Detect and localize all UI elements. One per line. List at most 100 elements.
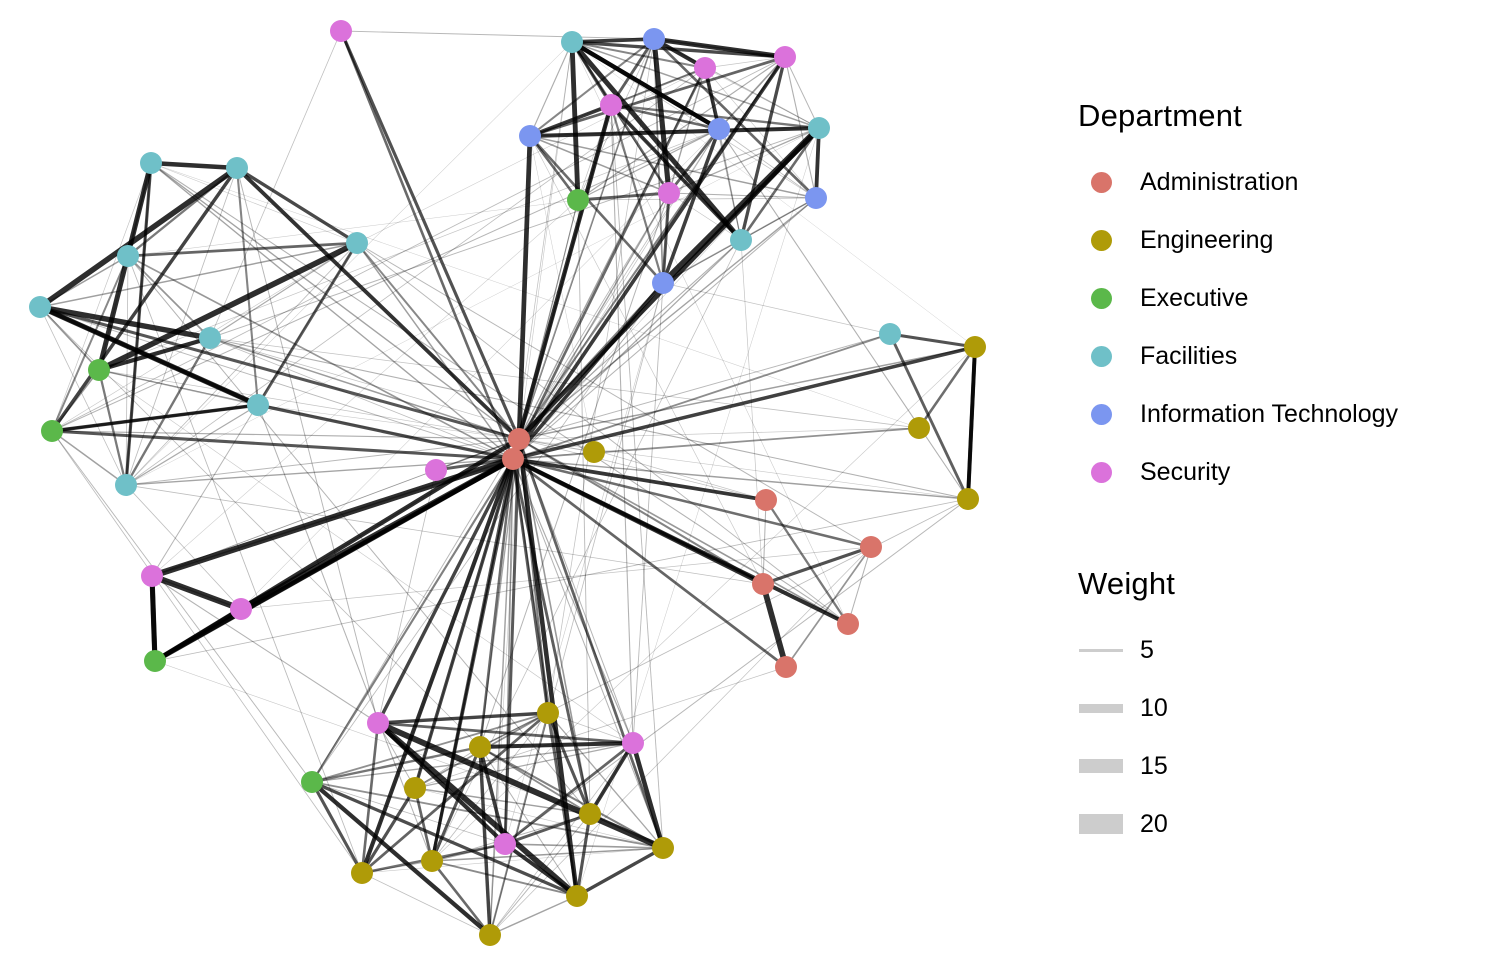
graph-node-facilities[interactable] [226, 157, 248, 179]
weight-legend-item-5[interactable]: 5 [1078, 621, 1175, 679]
graph-node-engineering[interactable] [908, 417, 930, 439]
legend-item-executive[interactable]: Executive [1078, 269, 1398, 327]
graph-node-facilities[interactable] [140, 152, 162, 174]
graph-edge [630, 742, 666, 849]
graph-node-engineering[interactable] [469, 736, 491, 758]
graph-edge [51, 430, 127, 486]
graph-node-administration[interactable] [752, 573, 774, 595]
graph-edge [661, 128, 721, 284]
graph-node-facilities[interactable] [199, 327, 221, 349]
graph-node-administration[interactable] [860, 536, 882, 558]
graph-node-information-technology[interactable] [805, 187, 827, 209]
graph-node-engineering[interactable] [537, 702, 559, 724]
legend-item-engineering[interactable]: Engineering [1078, 211, 1398, 269]
graph-node-engineering[interactable] [964, 336, 986, 358]
graph-edge [512, 197, 817, 460]
weight-legend-item-15[interactable]: 15 [1078, 737, 1175, 795]
graph-node-facilities[interactable] [247, 394, 269, 416]
graph-node-engineering[interactable] [583, 441, 605, 463]
graph-node-information-technology[interactable] [643, 28, 665, 50]
graph-edge [51, 162, 152, 432]
graph-node-security[interactable] [141, 565, 163, 587]
weight-legend-item-10[interactable]: 10 [1078, 679, 1175, 737]
graph-node-facilities[interactable] [879, 323, 901, 345]
graph-edge [512, 333, 891, 460]
graph-node-engineering[interactable] [566, 885, 588, 907]
graph-node-information-technology[interactable] [708, 118, 730, 140]
graph-node-security[interactable] [367, 712, 389, 734]
graph-node-facilities[interactable] [730, 229, 752, 251]
weight-key-swatch [1078, 801, 1124, 847]
graph-node-engineering[interactable] [421, 850, 443, 872]
graph-node-facilities[interactable] [561, 31, 583, 53]
graph-edge [489, 712, 549, 936]
graph-edge [512, 457, 787, 669]
graph-node-security[interactable] [425, 459, 447, 481]
graph-edge [38, 165, 239, 310]
graph-node-executive[interactable] [567, 189, 589, 211]
graph-edge [478, 746, 492, 936]
graph-edge [209, 337, 767, 501]
graph-edge [431, 860, 578, 897]
graph-edge [518, 438, 595, 453]
graph-edge [239, 456, 515, 612]
graph-edge [377, 722, 416, 789]
graph-node-executive[interactable] [301, 771, 323, 793]
weight-legend-item-20[interactable]: 20 [1078, 795, 1175, 853]
graph-node-executive[interactable] [41, 420, 63, 442]
graph-node-facilities[interactable] [117, 245, 139, 267]
graph-node-security[interactable] [494, 833, 516, 855]
legend-item-label: Engineering [1140, 225, 1274, 254]
graph-node-security[interactable] [230, 598, 252, 620]
graph-node-security[interactable] [658, 182, 680, 204]
graph-node-security[interactable] [622, 732, 644, 754]
graph-node-administration[interactable] [502, 448, 524, 470]
graph-edge [151, 199, 579, 577]
legend-key-swatch [1078, 391, 1124, 437]
graph-edge [413, 787, 434, 862]
graph-node-facilities[interactable] [29, 296, 51, 318]
graph-edge [740, 197, 817, 241]
graph-node-security[interactable] [600, 94, 622, 116]
graph-edge [528, 135, 580, 201]
graph-node-facilities[interactable] [115, 474, 137, 496]
weight-line-icon [1079, 759, 1123, 773]
graph-node-engineering[interactable] [957, 488, 979, 510]
graph-edge [814, 127, 821, 199]
graph-node-information-technology[interactable] [652, 272, 674, 294]
legend-item-information-technology[interactable]: Information Technology [1078, 385, 1398, 443]
graph-edge [784, 56, 820, 129]
weight-line-icon [1079, 703, 1123, 713]
graph-node-engineering[interactable] [652, 837, 674, 859]
legend-item-facilities[interactable]: Facilities [1078, 327, 1398, 385]
graph-edge [740, 239, 764, 585]
legend-color-dot-icon [1090, 345, 1112, 367]
legend-item-security[interactable]: Security [1078, 443, 1398, 501]
graph-edge [125, 404, 259, 486]
graph-node-executive[interactable] [88, 359, 110, 381]
graph-edge [479, 746, 664, 849]
graph-node-engineering[interactable] [351, 862, 373, 884]
legend-item-administration[interactable]: Administration [1078, 153, 1398, 211]
graph-node-engineering[interactable] [404, 777, 426, 799]
graph-edge [547, 38, 655, 714]
graph-node-administration[interactable] [508, 428, 530, 450]
graph-node-administration[interactable] [755, 489, 777, 511]
graph-edge [529, 135, 764, 585]
graph-node-executive[interactable] [144, 650, 166, 672]
graph-node-information-technology[interactable] [519, 125, 541, 147]
graph-node-security[interactable] [694, 57, 716, 79]
graph-node-administration[interactable] [775, 656, 797, 678]
graph-node-engineering[interactable] [579, 803, 601, 825]
graph-node-security[interactable] [330, 20, 352, 42]
graph-node-administration[interactable] [837, 613, 859, 635]
graph-edge [739, 127, 821, 241]
graph-edge [510, 104, 614, 460]
graph-node-facilities[interactable] [346, 232, 368, 254]
graph-edge [610, 104, 664, 849]
graph-node-facilities[interactable] [808, 117, 830, 139]
graph-node-engineering[interactable] [479, 924, 501, 946]
graph-edge [511, 458, 592, 815]
graph-node-security[interactable] [774, 46, 796, 68]
weight-legend-item-label: 15 [1140, 751, 1168, 780]
